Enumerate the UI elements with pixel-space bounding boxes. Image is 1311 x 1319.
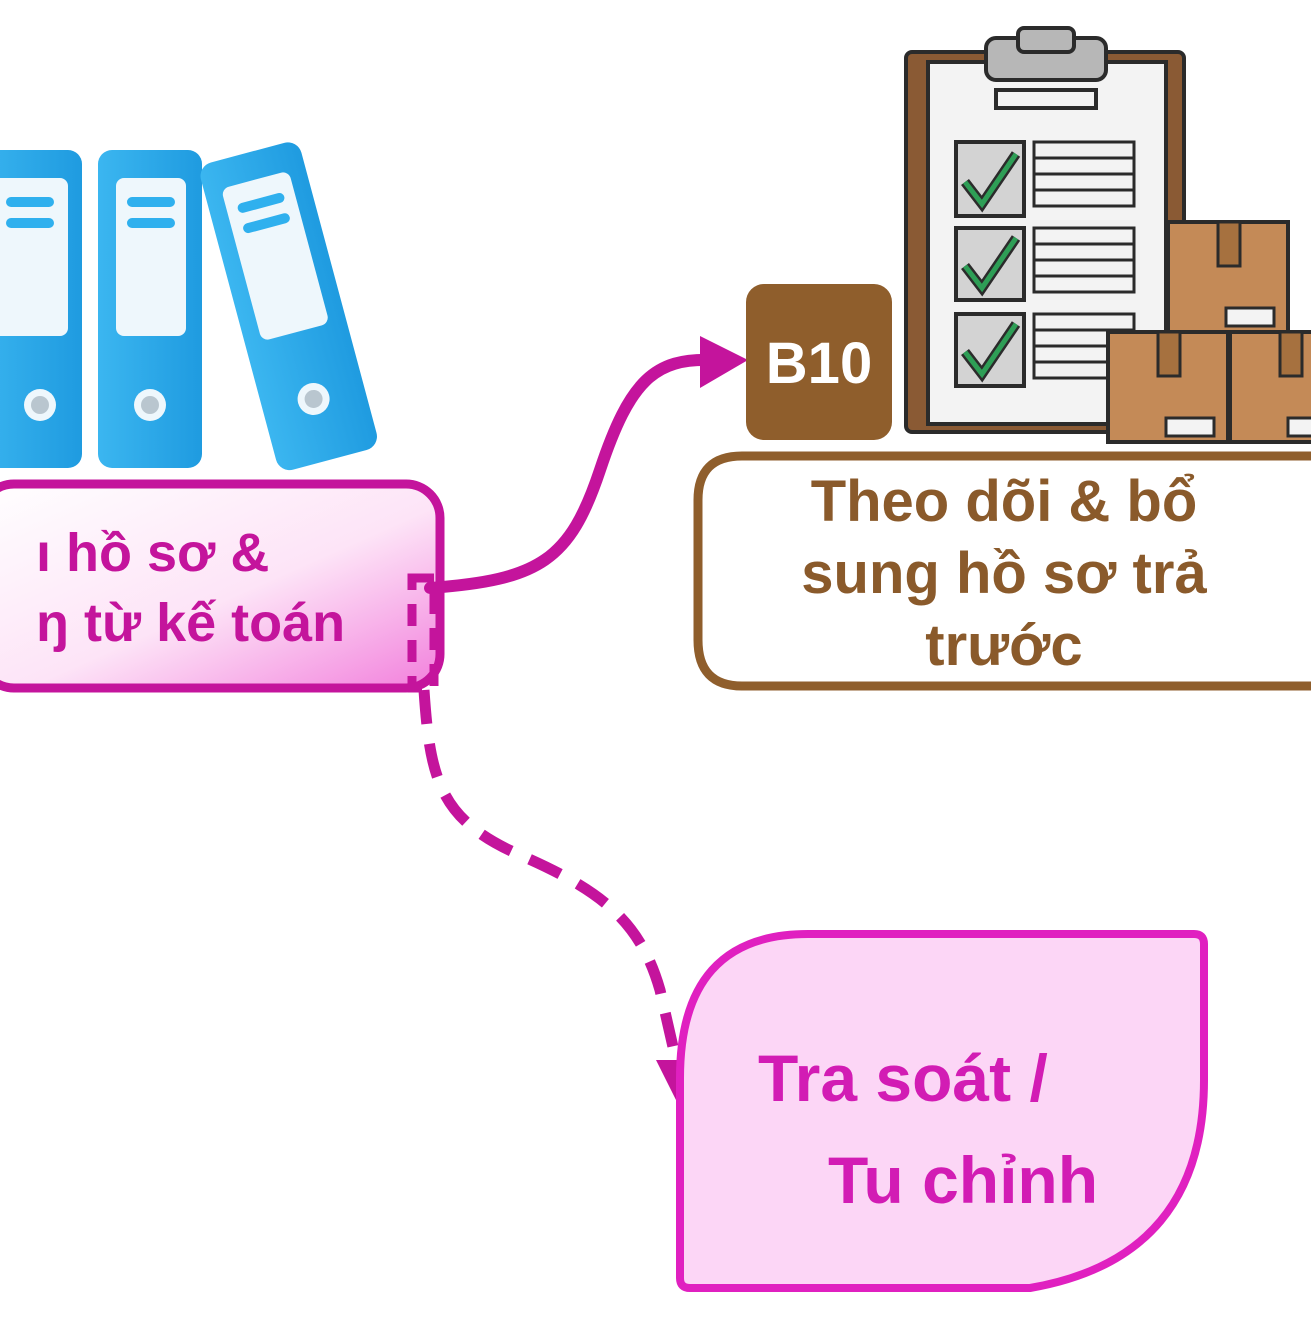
binder-3 [200, 142, 377, 471]
box-top [1166, 220, 1290, 334]
cardboard-boxes-icon [1106, 220, 1311, 444]
box-right [1228, 330, 1311, 444]
review-box [676, 930, 1208, 1292]
binder-1 [0, 150, 82, 468]
step-badge [746, 284, 892, 440]
checklist-row-1 [954, 140, 1136, 218]
arrow-to-b10 [424, 336, 748, 594]
arrow-to-review [418, 689, 700, 1108]
checklist-row-2 [954, 226, 1136, 302]
target-box-line-1: Theo dõi & bổ [810, 469, 1198, 534]
source-box-line-1: ı hồ sơ & [36, 523, 270, 583]
target-box [693, 451, 1311, 691]
binder-2 [98, 150, 202, 468]
review-box-line-1: Tra soát / [758, 1041, 1048, 1115]
step-badge-label: B10 [765, 331, 873, 396]
binders-icon [0, 142, 377, 471]
box-left [1106, 330, 1230, 444]
source-box [0, 479, 445, 693]
target-box-line-3: trước [925, 613, 1083, 678]
target-box-line-2: sung hồ sơ trả [801, 541, 1207, 606]
source-box-line-2: ŋ từ kế toán [36, 593, 346, 653]
source-connector-port [407, 573, 439, 693]
review-box-line-2: Tu chỉnh [828, 1143, 1099, 1217]
